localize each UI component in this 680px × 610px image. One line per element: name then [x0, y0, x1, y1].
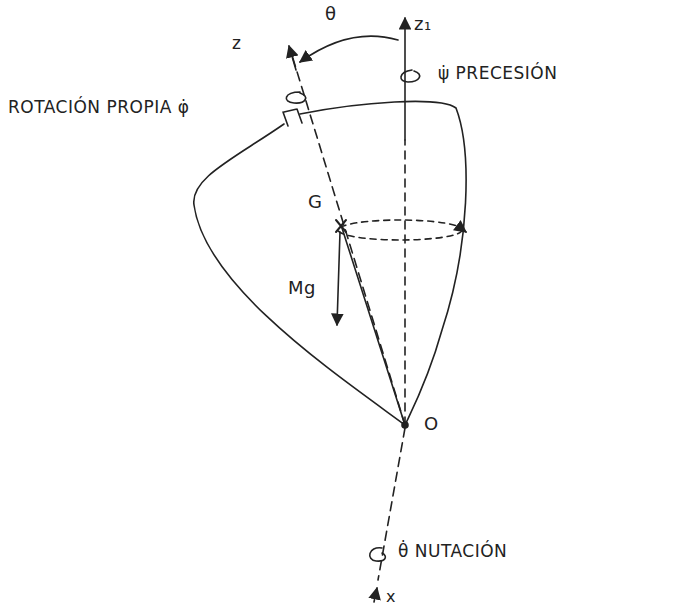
motion-label: ROTACIÓN PROPIA φ̇ [8, 98, 189, 117]
weight-arrow [337, 232, 340, 325]
axis-label: z [232, 34, 241, 53]
axis-label: z₁ [414, 14, 432, 34]
theta-arc [300, 36, 398, 62]
x-axis-head [374, 588, 377, 602]
point-label: O [424, 414, 439, 434]
motion-label: θ̇ NUTACIÓN [398, 542, 507, 561]
g-to-o-line [342, 228, 404, 422]
axle-stub [283, 109, 302, 126]
nutation-curl [370, 548, 386, 561]
top-body-outline [300, 101, 466, 425]
axis-label: x [386, 588, 396, 606]
z-axis [291, 52, 405, 425]
top-body-outline [194, 124, 405, 425]
precession-curl [401, 70, 420, 82]
precession-circle [338, 220, 462, 240]
z1-axis-dashed [404, 140, 406, 425]
z1-axis [404, 18, 406, 140]
pivot-point [402, 422, 408, 428]
force-label: Mg [288, 278, 316, 298]
point-label: G [308, 192, 322, 212]
spin-curl [286, 92, 305, 103]
motion-label: ψ̇ PRECESIÓN [438, 64, 557, 83]
precession-circle-arrow [458, 226, 466, 232]
angle-label: θ [325, 4, 337, 24]
z-axis-head [289, 46, 296, 70]
